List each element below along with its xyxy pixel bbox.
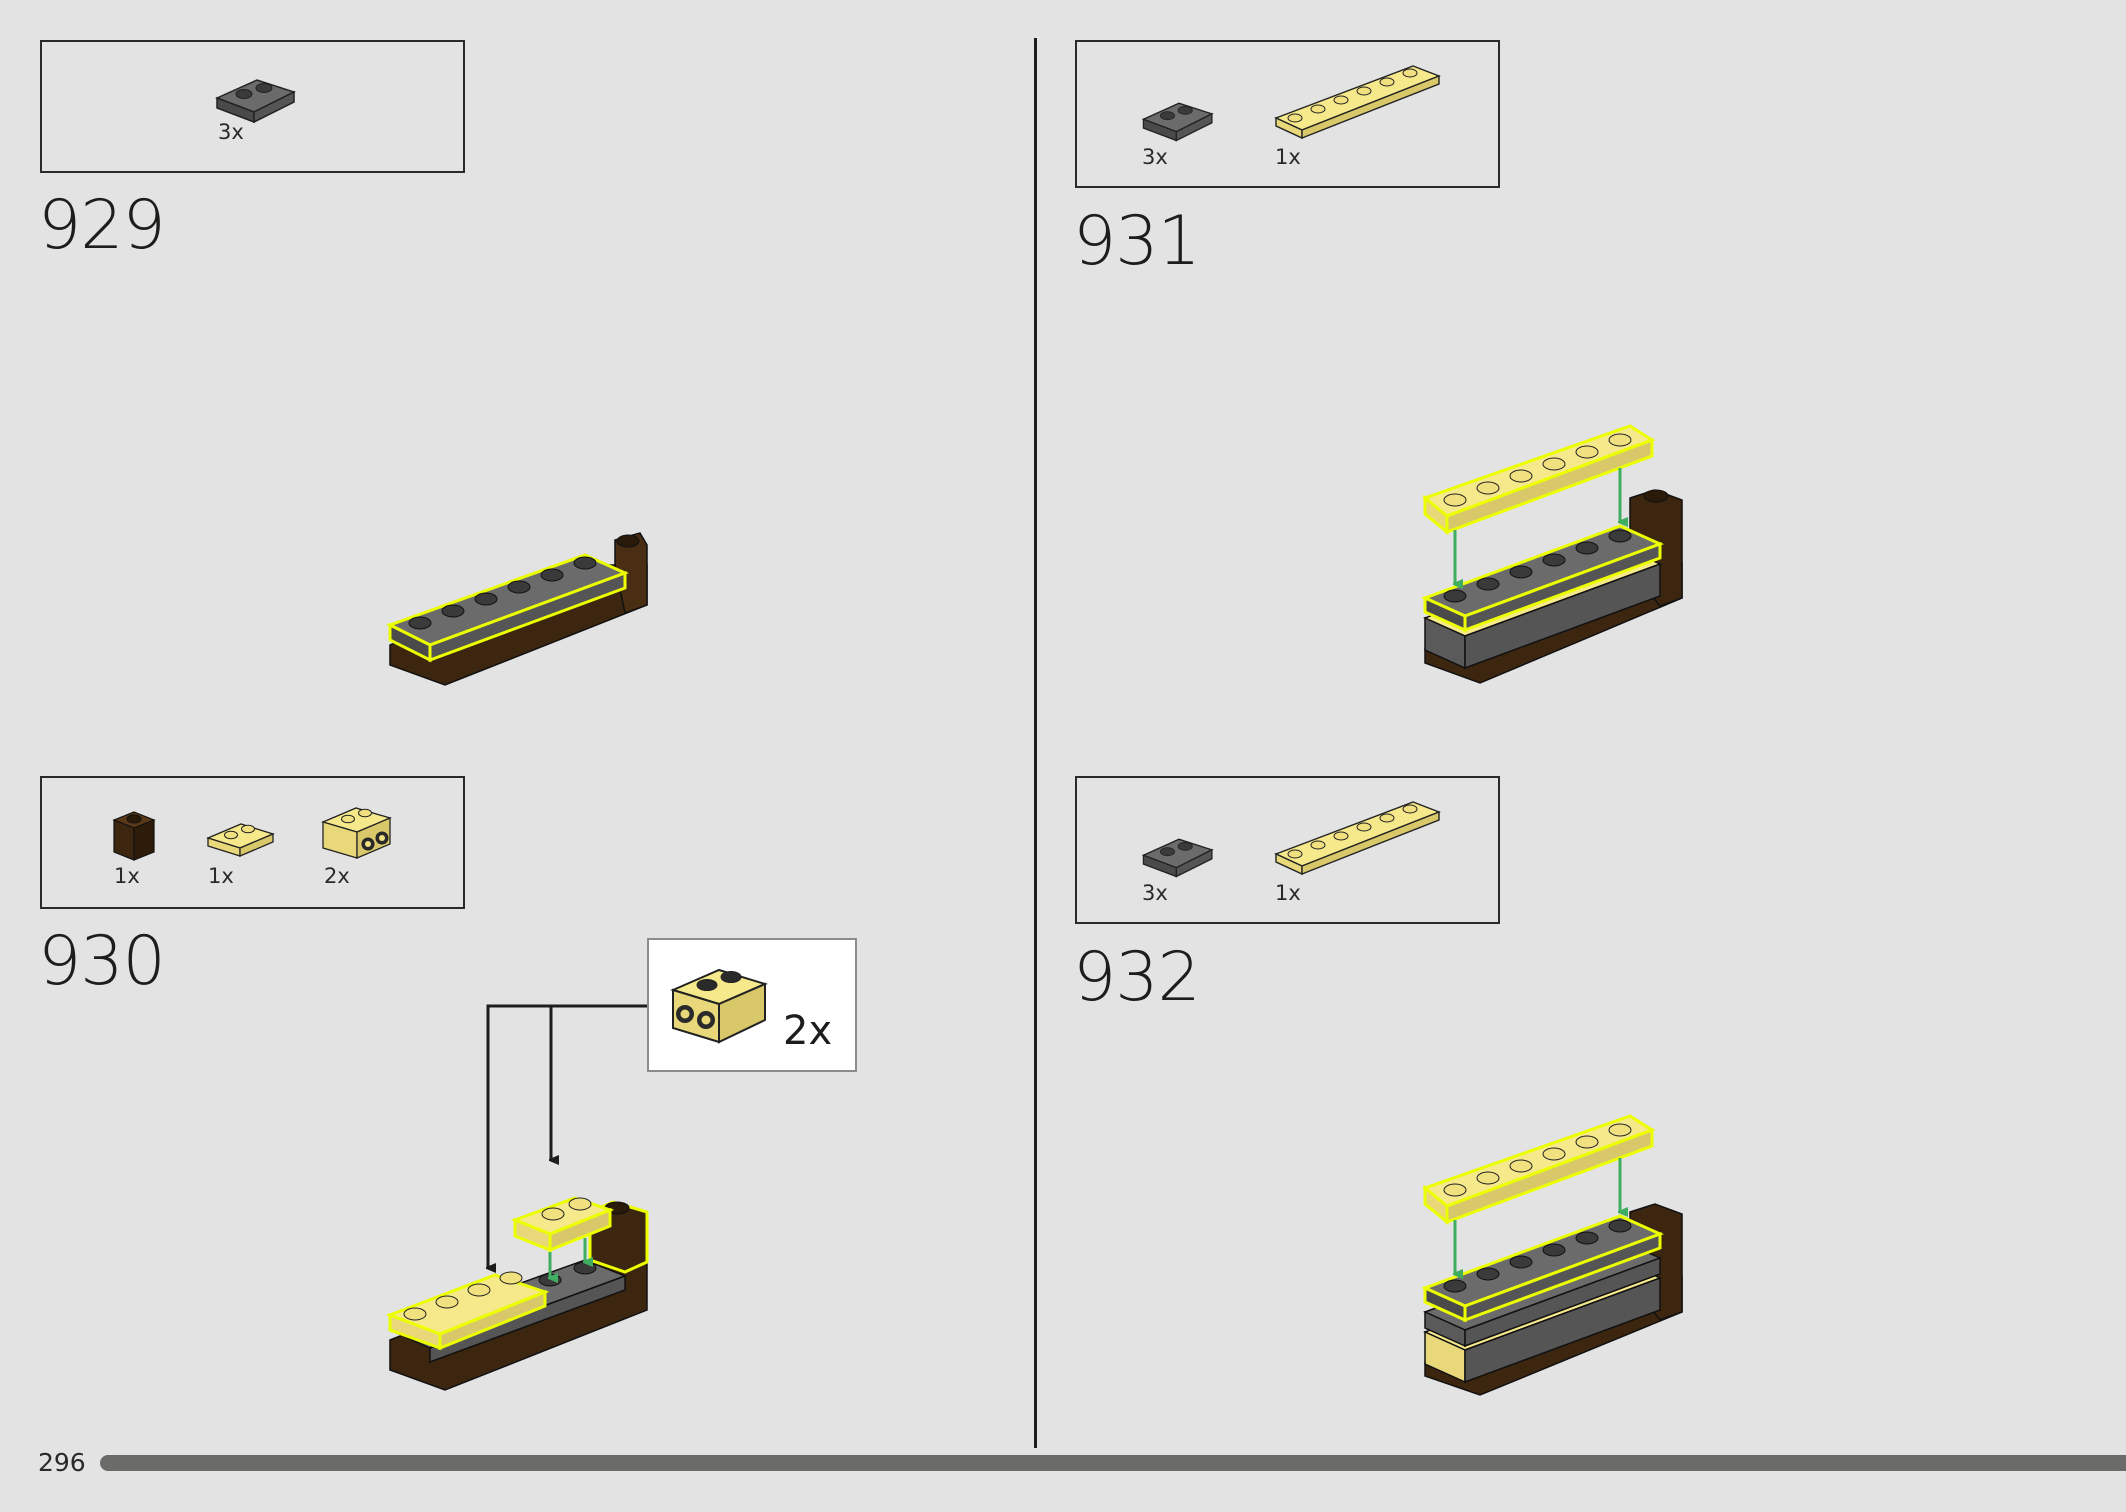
part-qty: 1x — [208, 864, 234, 888]
model-step-929 — [386, 532, 648, 686]
part-qty: 1x — [1275, 881, 1301, 905]
step-number: 932 — [1073, 938, 1201, 1017]
part-dark-brown-brick-icon — [112, 811, 156, 861]
part-dark-gray-plate-rail-icon — [1141, 838, 1214, 878]
part-yellow-plate-1x6-icon — [1274, 801, 1441, 876]
page-number: 296 — [38, 1448, 86, 1477]
parts-list-932: 3x 1x — [1075, 776, 1500, 924]
progress-bar — [100, 1455, 2126, 1471]
part-dark-gray-plate-rail-icon — [215, 79, 296, 124]
parts-list-931: 3x 1x — [1075, 40, 1500, 188]
callout-yellow-bracket-icon — [670, 968, 768, 1044]
part-qty: 3x — [218, 120, 244, 144]
part-yellow-plate-icon — [206, 823, 275, 857]
step-number: 931 — [1073, 202, 1201, 281]
page-divider — [1034, 38, 1037, 1448]
sub-callout-930 — [647, 938, 857, 1072]
parts-list-930: 1x 1x 2x — [40, 776, 465, 909]
callout-qty: 2x — [783, 1008, 833, 1054]
part-yellow-bracket-icon — [321, 807, 392, 859]
step-number: 929 — [38, 186, 166, 265]
model-step-930 — [385, 1196, 649, 1391]
part-qty: 2x — [324, 864, 350, 888]
part-dark-gray-plate-rail-icon — [1141, 102, 1214, 142]
part-qty: 3x — [1142, 881, 1168, 905]
model-step-932 — [1421, 1114, 1683, 1396]
part-yellow-plate-1x6-icon — [1274, 65, 1441, 140]
model-step-931 — [1421, 424, 1683, 684]
part-qty: 3x — [1142, 145, 1168, 169]
part-qty: 1x — [1275, 145, 1301, 169]
step-number: 930 — [38, 922, 166, 1001]
parts-list-929: 3x — [40, 40, 465, 173]
part-qty: 1x — [114, 864, 140, 888]
